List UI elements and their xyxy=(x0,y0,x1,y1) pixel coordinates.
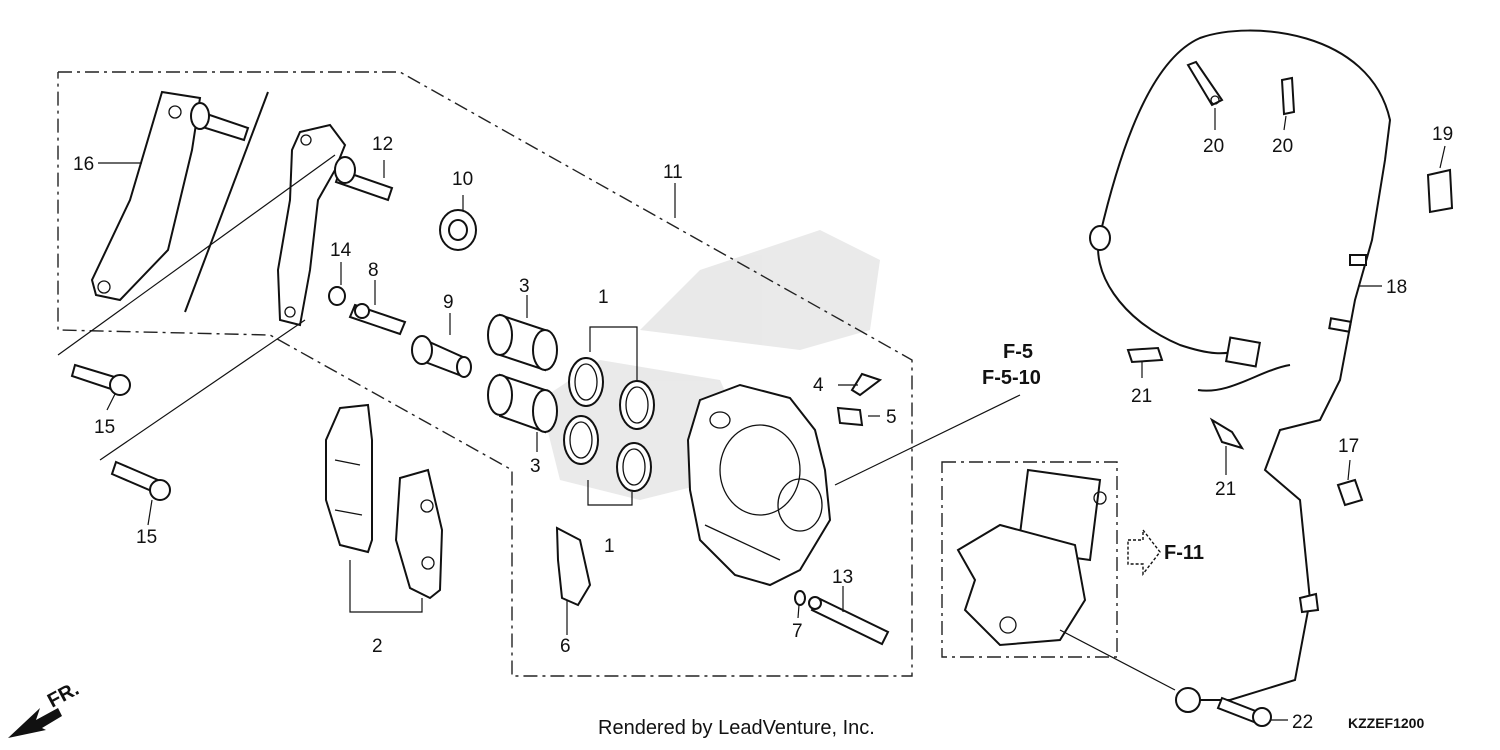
callout-17: 17 xyxy=(1338,436,1359,457)
f11-arrow-icon xyxy=(1127,527,1161,577)
callout-10: 10 xyxy=(452,169,473,190)
group-outline-fork-leg xyxy=(941,461,1118,658)
part-14-nut xyxy=(328,286,346,306)
part-21-clip-upper xyxy=(1126,346,1164,364)
part-19-clip xyxy=(1426,168,1454,214)
part-1-seals xyxy=(563,326,655,506)
front-direction-label: FR. xyxy=(44,678,83,713)
part-17-clamp xyxy=(1336,478,1364,507)
diagram-code: KZZEF1200 xyxy=(1348,715,1424,731)
part-13-pin-bolt xyxy=(808,596,890,646)
callout-2: 2 xyxy=(372,636,383,657)
callout-11: 11 xyxy=(663,162,683,183)
callout-19: 19 xyxy=(1432,124,1453,145)
part-12-caliper-bracket xyxy=(276,123,394,327)
part-3-piston-lower xyxy=(487,373,558,434)
callout-20-left: 20 xyxy=(1203,136,1224,157)
callout-14: 14 xyxy=(330,240,352,261)
part-22-bolt xyxy=(1216,696,1272,727)
reference-f11: F-11 xyxy=(1164,542,1204,564)
callout-6: 6 xyxy=(560,636,571,657)
callout-3-upper: 3 xyxy=(519,276,530,297)
part-3-piston-upper xyxy=(487,313,558,372)
callout-18: 18 xyxy=(1386,277,1407,298)
callout-1-upper: 1 xyxy=(598,287,609,308)
part-15-bolt-upper xyxy=(70,363,131,396)
part-10-boot xyxy=(439,209,477,251)
reference-f5-10: F-5-10 xyxy=(982,367,1041,389)
reference-f5: F-5 xyxy=(1003,341,1033,363)
callout-8: 8 xyxy=(368,260,379,281)
fork-leg xyxy=(956,468,1107,647)
callout-12: 12 xyxy=(372,134,393,155)
callout-1-lower: 1 xyxy=(604,536,615,557)
callout-13: 13 xyxy=(832,567,853,588)
part-7-o-ring xyxy=(794,590,806,606)
part-11-caliper-body xyxy=(686,383,832,587)
part-18-abs-sensor-wire xyxy=(1089,29,1392,713)
callout-7: 7 xyxy=(792,621,803,642)
part-5-cap xyxy=(836,406,864,427)
callout-22: 22 xyxy=(1292,712,1313,733)
part-6-pad-spring xyxy=(555,526,592,607)
callout-15-upper: 15 xyxy=(94,417,115,438)
part-15-bolt-lower xyxy=(110,460,171,501)
footer-credit: Rendered by LeadVenture, Inc. xyxy=(598,717,875,739)
callout-4: 4 xyxy=(813,375,824,396)
part-9-pin xyxy=(411,335,472,378)
leader-lines xyxy=(98,108,1446,721)
part-20-clamp-right xyxy=(1280,76,1296,116)
part-20-clamp-left xyxy=(1186,60,1224,107)
part-16-bracket xyxy=(90,90,269,313)
part-8-bleeder xyxy=(348,303,407,336)
callout-3-lower: 3 xyxy=(530,456,541,477)
callout-9: 9 xyxy=(443,292,454,313)
callout-15-lower: 15 xyxy=(136,527,157,548)
callout-21-upper: 21 xyxy=(1131,386,1152,407)
callout-5: 5 xyxy=(886,407,897,428)
part-21-clip-lower xyxy=(1209,417,1245,450)
part-2-brake-pads xyxy=(325,403,444,613)
callout-21-lower: 21 xyxy=(1215,479,1236,500)
front-direction-arrow-icon xyxy=(8,708,62,738)
callout-16: 16 xyxy=(73,154,94,175)
group-outline-bracket xyxy=(57,71,913,677)
callout-20-right: 20 xyxy=(1272,136,1293,157)
